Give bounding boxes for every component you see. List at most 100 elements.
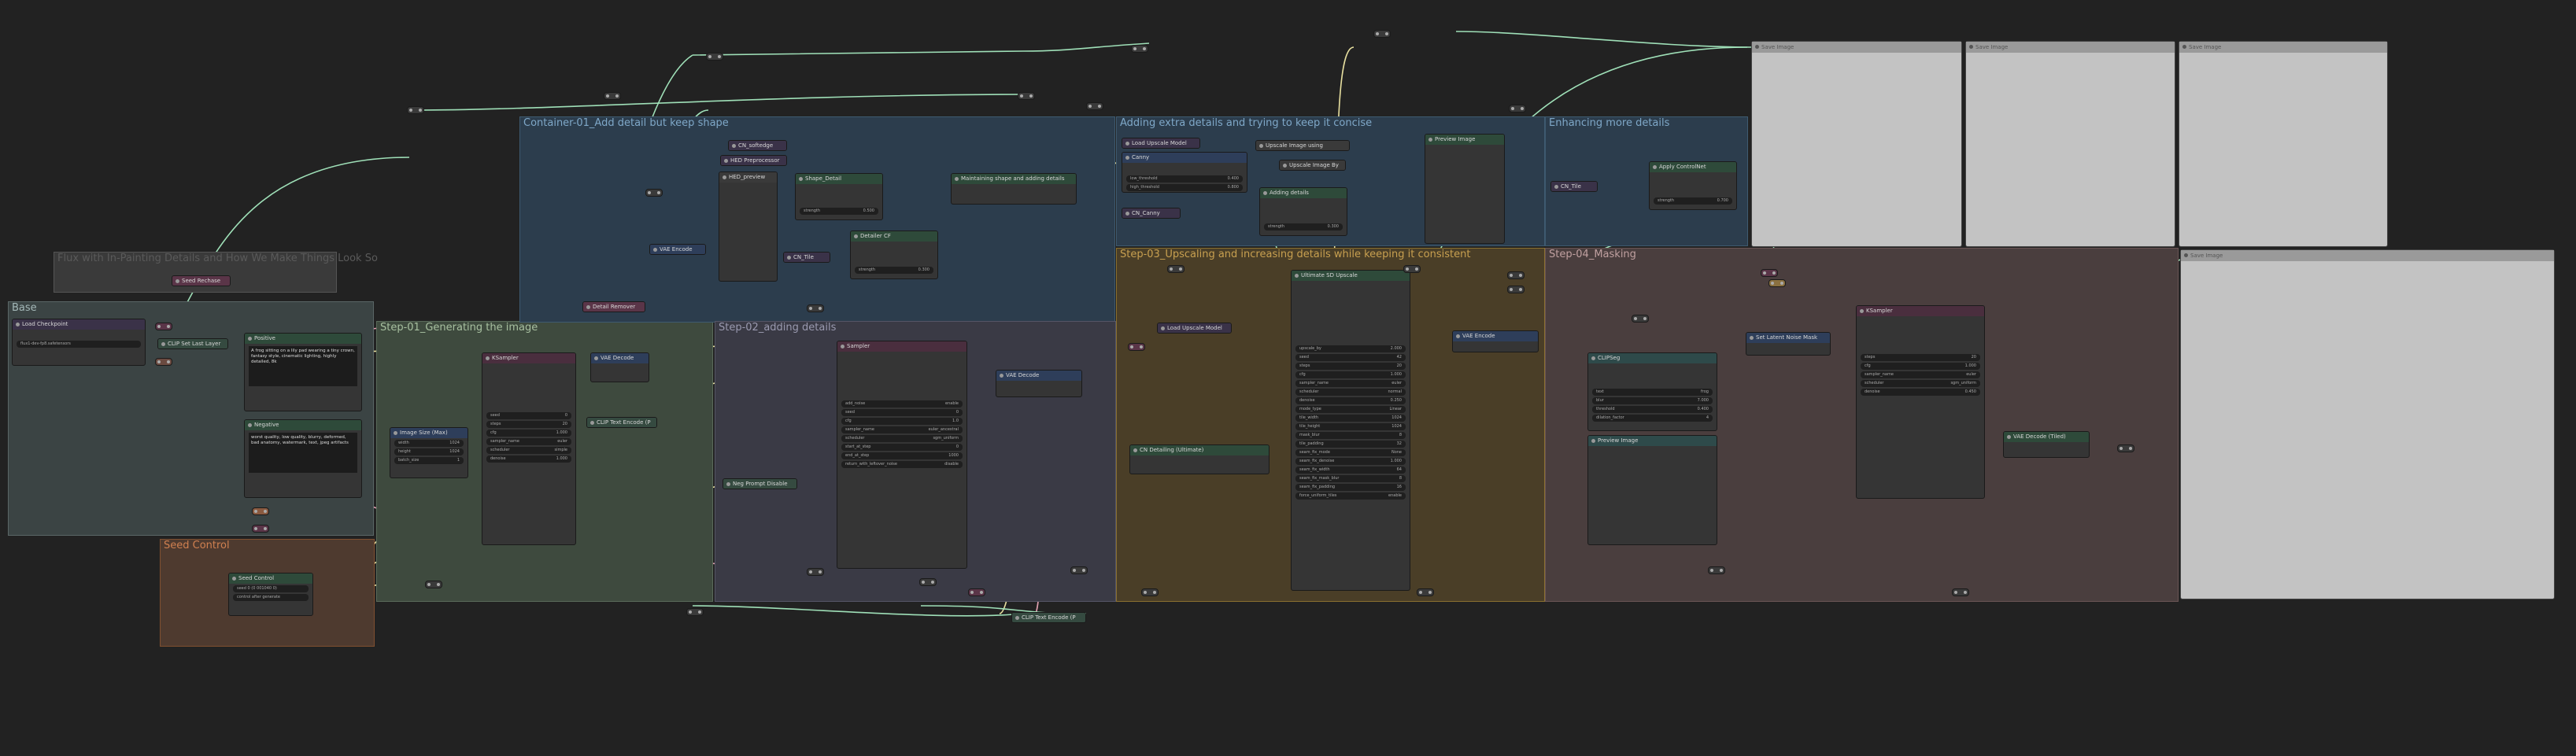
node-seed-rechase[interactable]: Seed Rechase	[172, 275, 231, 286]
negative-text[interactable]: worst quality, low quality, blurry, defo…	[249, 433, 357, 473]
node-maintaining-shape[interactable]: Maintaining shape and adding details	[951, 173, 1077, 205]
reroute-node[interactable]	[155, 323, 172, 330]
reroute-node[interactable]	[706, 53, 723, 61]
node-hed-preprocessor[interactable]: HED Preprocessor	[720, 155, 787, 166]
node-hed-preview[interactable]: HED_preview	[719, 171, 778, 282]
reroute-node[interactable]	[1768, 279, 1786, 287]
node-seed-control[interactable]: Seed Control seed 0 (0 001040 0) control…	[228, 573, 313, 616]
save-image-panel-1[interactable]: Save Image	[1751, 41, 1962, 247]
reroute-node[interactable]	[1070, 566, 1088, 574]
reroute-node[interactable]	[919, 578, 937, 586]
node-detail-remover[interactable]: Detail Remover	[582, 301, 645, 312]
ckpt-name-widget[interactable]: flux1-dev-fp8.safetensors	[17, 341, 141, 348]
node-vae-encode-2[interactable]: VAE Encode	[1452, 330, 1539, 352]
node-vae-decode-2[interactable]: VAE Decode	[996, 370, 1082, 397]
node-clip-text-encode-1[interactable]: CLIP Text Encode (P	[586, 417, 657, 428]
node-preview-image-1[interactable]: Preview Image	[1425, 134, 1505, 244]
reroute-node[interactable]	[155, 358, 172, 366]
node-vae-encode[interactable]: VAE Encode	[649, 244, 706, 255]
reroute-node[interactable]	[407, 106, 424, 114]
control-after-widget[interactable]: control after generate	[233, 594, 309, 601]
reroute-node[interactable]	[604, 92, 621, 100]
node-cn-detailing[interactable]: CN Detailing (Ultimate)	[1129, 444, 1270, 474]
node-clip-set-last-layer[interactable]: CLIP Set Last Layer	[157, 338, 228, 349]
save-image-panel-2[interactable]: Save Image	[1965, 41, 2175, 247]
reroute-node[interactable]	[1018, 92, 1035, 100]
node-clip-text-encode-2[interactable]: CLIP Text Encode (P	[1011, 612, 1086, 623]
node-cn-tile-2[interactable]: CN_Tile	[1550, 181, 1598, 192]
reroute-node[interactable]	[1952, 588, 1969, 596]
node-upscale-by[interactable]: Upscale Image By	[1279, 160, 1346, 171]
node-cn-softedge[interactable]: CN_softedge	[728, 140, 787, 151]
node-load-checkpoint[interactable]: Load Checkpoint flux1-dev-fp8.safetensor…	[12, 319, 146, 366]
reroute-node[interactable]	[1761, 269, 1778, 277]
reroute-node[interactable]	[425, 581, 442, 588]
save-image-panel-4[interactable]: Save Image	[2180, 249, 2555, 599]
reroute-node[interactable]	[1632, 315, 1649, 323]
node-neg-prompt-disable[interactable]: Neg Prompt Disable	[723, 478, 797, 489]
reroute-node[interactable]	[252, 525, 269, 533]
node-positive-prompt[interactable]: Positive A frog sitting on a lily pad we…	[244, 333, 362, 411]
node-vae-decode-1[interactable]: VAE Decode	[590, 352, 649, 382]
positive-text[interactable]: A frog sitting on a lily pad wearing a t…	[249, 346, 357, 386]
node-set-latent-noise-mask[interactable]: Set Latent Noise Mask	[1746, 332, 1831, 356]
reroute-node[interactable]	[807, 568, 824, 576]
node-negative-prompt[interactable]: Negative worst quality, low quality, blu…	[244, 419, 362, 498]
reroute-node[interactable]	[968, 588, 985, 596]
reroute-node[interactable]	[807, 304, 824, 312]
reroute-node[interactable]	[1167, 265, 1185, 273]
reroute-node[interactable]	[2117, 444, 2134, 452]
reroute-node[interactable]	[686, 608, 704, 616]
node-load-upscale-model-1[interactable]: Load Upscale Model	[1122, 138, 1200, 149]
seed-widget[interactable]: seed 0 (0 001040 0)	[233, 585, 309, 592]
reroute-node[interactable]	[1373, 30, 1391, 38]
save-image-panel-3[interactable]: Save Image	[2179, 41, 2388, 247]
node-load-upscale-model-2[interactable]: Load Upscale Model	[1157, 323, 1232, 334]
